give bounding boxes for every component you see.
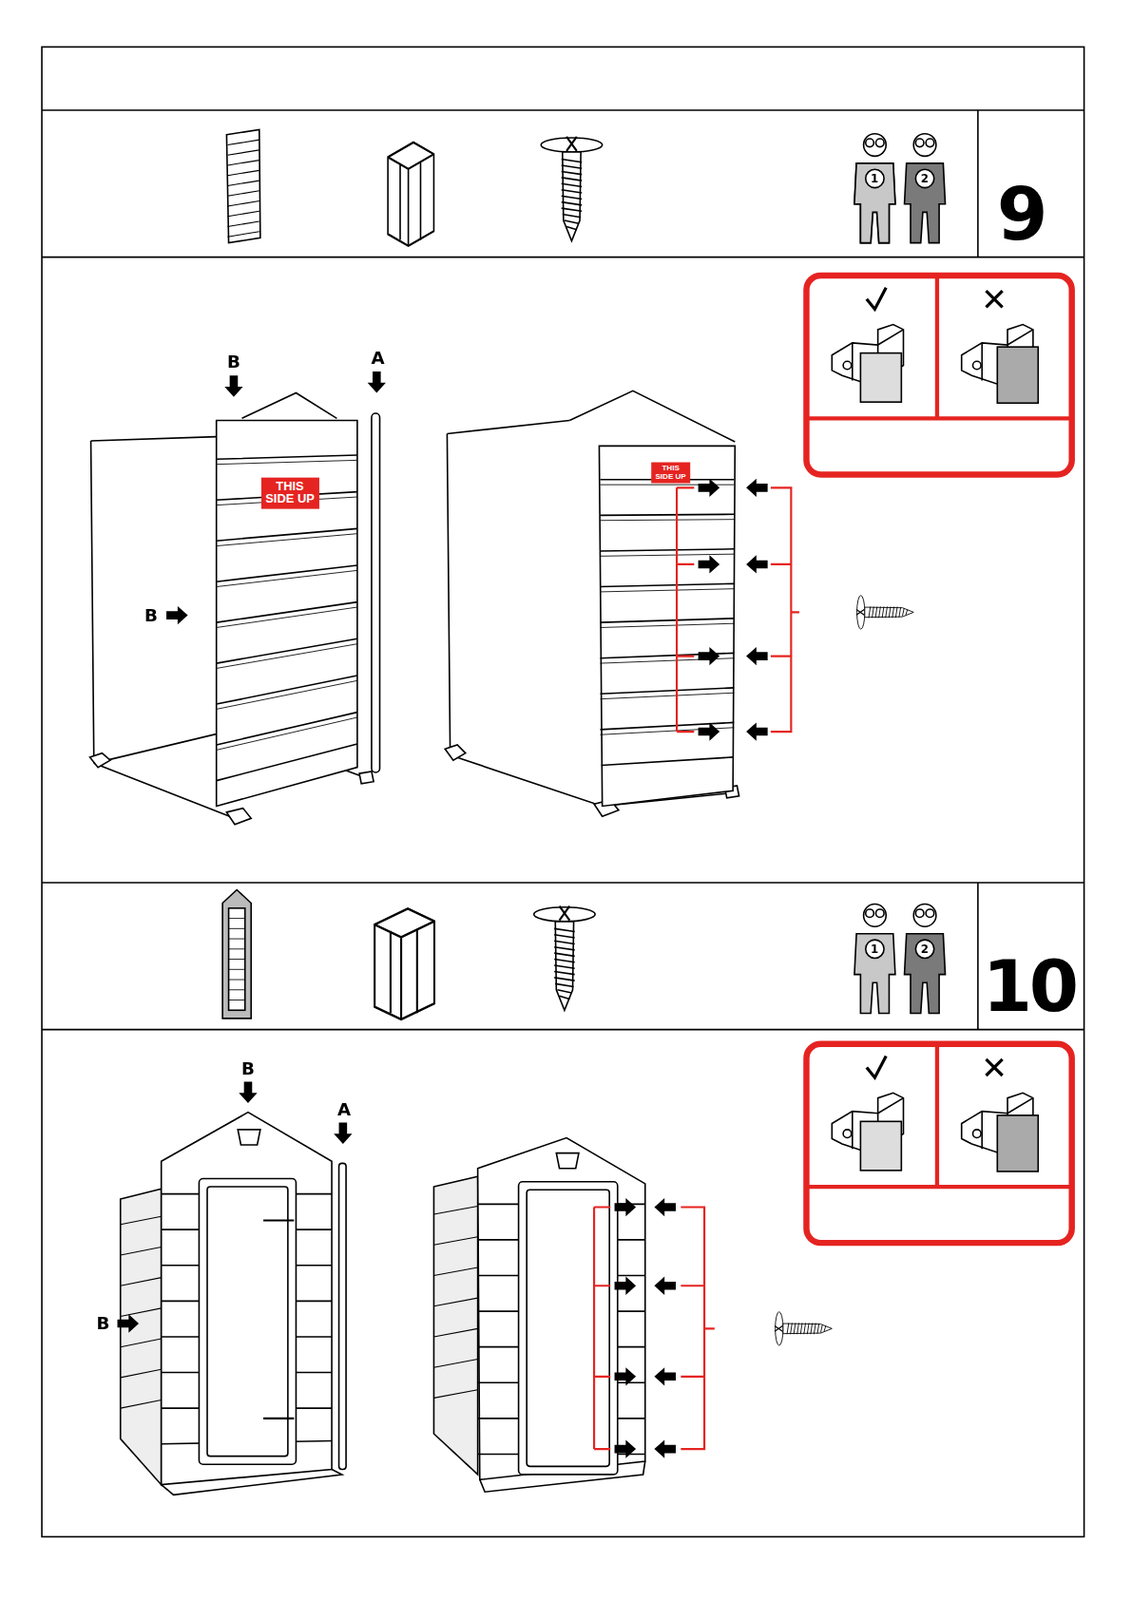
step-number: 10 — [982, 951, 1076, 1023]
warning-label: THIS SIDE UP — [651, 461, 691, 483]
worker-number: 1 — [870, 172, 879, 185]
label-text: THIS SIDE UP — [653, 463, 687, 481]
warning-label: THIS SIDE UP — [261, 477, 319, 509]
worker-number: 2 — [920, 943, 929, 956]
step-number: 9 — [997, 177, 1046, 251]
part-letter: B — [241, 1059, 255, 1077]
worker-number: 2 — [920, 172, 929, 185]
worker-number: 1 — [870, 943, 879, 956]
part-letter: B — [227, 352, 241, 370]
part-letter: A — [337, 1100, 351, 1118]
label-text: THIS SIDE UP — [264, 479, 316, 507]
part-letter: B — [144, 606, 158, 624]
part-letter: B — [95, 1315, 110, 1333]
part-letter: A — [370, 349, 384, 367]
